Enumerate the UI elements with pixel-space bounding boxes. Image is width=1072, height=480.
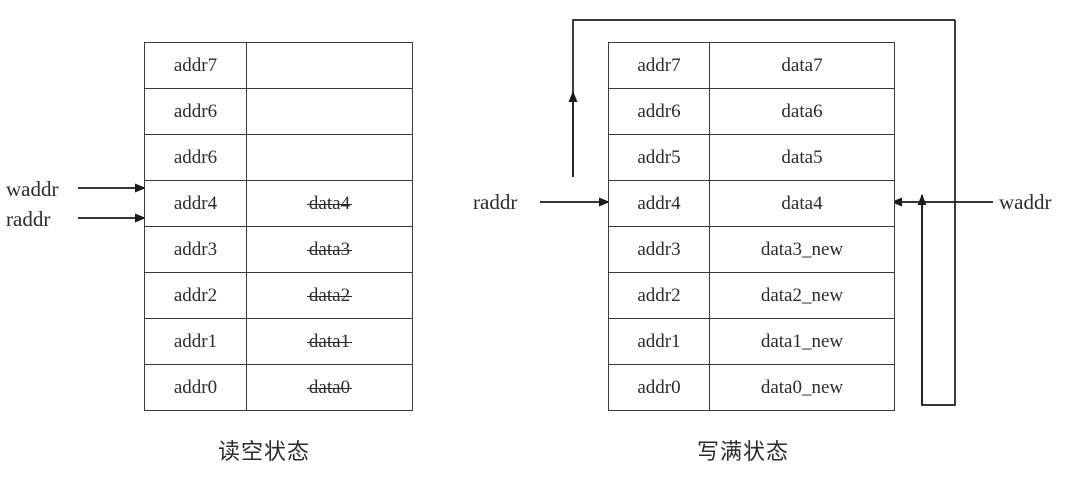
table-row: addr6 data6 — [608, 88, 895, 135]
data-cell — [246, 134, 413, 181]
addr-cell: addr7 — [608, 42, 710, 89]
data-cell — [246, 42, 413, 89]
table-row: addr0 data0_new — [608, 364, 895, 411]
data-cell: data1_new — [709, 318, 895, 365]
wraparound-bottom-path — [921, 20, 956, 406]
addr-cell: addr0 — [608, 364, 710, 411]
table-row: addr6 — [144, 88, 413, 135]
table-row: addr6 — [144, 134, 413, 181]
data-cell: data3 — [246, 226, 413, 273]
data-value-struck: data2 — [306, 284, 353, 306]
table-row: addr0 data0 — [144, 364, 413, 411]
raddr-label-left: raddr — [6, 207, 51, 231]
table-row: addr7 data7 — [608, 42, 895, 89]
data-cell: data2_new — [709, 272, 895, 319]
data-cell: data6 — [709, 88, 895, 135]
addr-cell: addr4 — [608, 180, 710, 227]
addr-cell: addr2 — [144, 272, 247, 319]
addr-cell: addr0 — [144, 364, 247, 411]
addr-cell: addr4 — [144, 180, 247, 227]
memory-table-right: addr7 data7 addr6 data6 addr5 data5 addr… — [608, 42, 895, 411]
data-cell: data4 — [246, 180, 413, 227]
data-value-struck: data1 — [306, 330, 353, 352]
table-row: addr5 data5 — [608, 134, 895, 181]
addr-cell: addr6 — [608, 88, 710, 135]
data-cell: data4 — [709, 180, 895, 227]
table-row: addr2 data2 — [144, 272, 413, 319]
raddr-label-right: raddr — [473, 190, 518, 214]
addr-cell: addr6 — [144, 88, 247, 135]
waddr-label-right: waddr — [999, 190, 1052, 214]
table-row: addr3 data3 — [144, 226, 413, 273]
addr-cell: addr6 — [144, 134, 247, 181]
addr-cell: addr1 — [608, 318, 710, 365]
addr-cell: addr7 — [144, 42, 247, 89]
data-cell: data5 — [709, 134, 895, 181]
data-cell: data7 — [709, 42, 895, 89]
table-row: addr7 — [144, 42, 413, 89]
table-row: addr3 data3_new — [608, 226, 895, 273]
data-cell: data2 — [246, 272, 413, 319]
addr-cell: addr5 — [608, 134, 710, 181]
data-cell: data0_new — [709, 364, 895, 411]
table-row: addr4 data4 — [608, 180, 895, 227]
data-cell — [246, 88, 413, 135]
caption-left: 读空状态 — [218, 440, 311, 465]
data-cell: data0 — [246, 364, 413, 411]
addr-cell: addr1 — [144, 318, 247, 365]
waddr-label-left: waddr — [6, 177, 59, 201]
data-cell: data3_new — [709, 226, 895, 273]
data-value-struck: data4 — [306, 192, 353, 214]
addr-cell: addr3 — [608, 226, 710, 273]
data-value-struck: data3 — [306, 238, 353, 260]
data-cell: data1 — [246, 318, 413, 365]
caption-right: 写满状态 — [697, 440, 790, 465]
addr-cell: addr3 — [144, 226, 247, 273]
table-row: addr1 data1_new — [608, 318, 895, 365]
data-value-struck: data0 — [306, 376, 353, 398]
table-row: addr4 data4 — [144, 180, 413, 227]
table-row: addr1 data1 — [144, 318, 413, 365]
table-row: addr2 data2_new — [608, 272, 895, 319]
addr-cell: addr2 — [608, 272, 710, 319]
memory-table-left: addr7 addr6 addr6 addr4 data4 addr3 data… — [144, 42, 413, 411]
